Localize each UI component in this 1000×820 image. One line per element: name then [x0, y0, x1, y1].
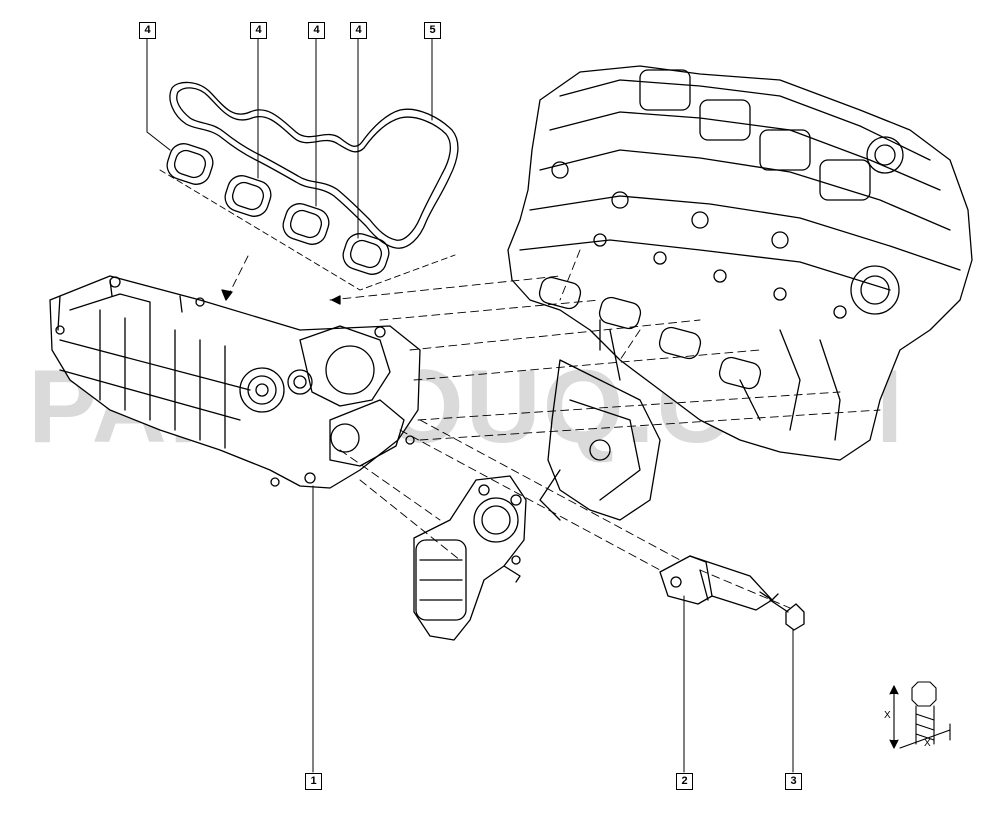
- callout-4d: 4: [350, 22, 367, 39]
- callout-1: 1: [305, 773, 322, 790]
- port-seal-1: [166, 143, 214, 185]
- port-seal-2: [224, 175, 272, 217]
- cover-gasket: [169, 81, 459, 249]
- intake-manifold: [49, 275, 421, 489]
- callout-3: 3: [785, 773, 802, 790]
- assembly-lines: [225, 249, 881, 609]
- port-seal-4: [342, 233, 390, 275]
- callout-4a: 4: [139, 22, 156, 39]
- bolt: [759, 591, 805, 631]
- callout-4c: 4: [308, 22, 325, 39]
- callout-2: 2: [676, 773, 693, 790]
- engine-block: [507, 65, 973, 521]
- callout-5: 5: [424, 22, 441, 39]
- leader-lines: [146, 37, 794, 773]
- torque-symbol: [889, 681, 951, 749]
- torque-label-x1: X: [884, 710, 891, 721]
- callout-4b: 4: [250, 22, 267, 39]
- throttle-body: [413, 475, 527, 641]
- port-seal-3: [282, 203, 330, 245]
- torque-label-x2: X: [924, 738, 931, 749]
- support-bracket: [659, 555, 773, 611]
